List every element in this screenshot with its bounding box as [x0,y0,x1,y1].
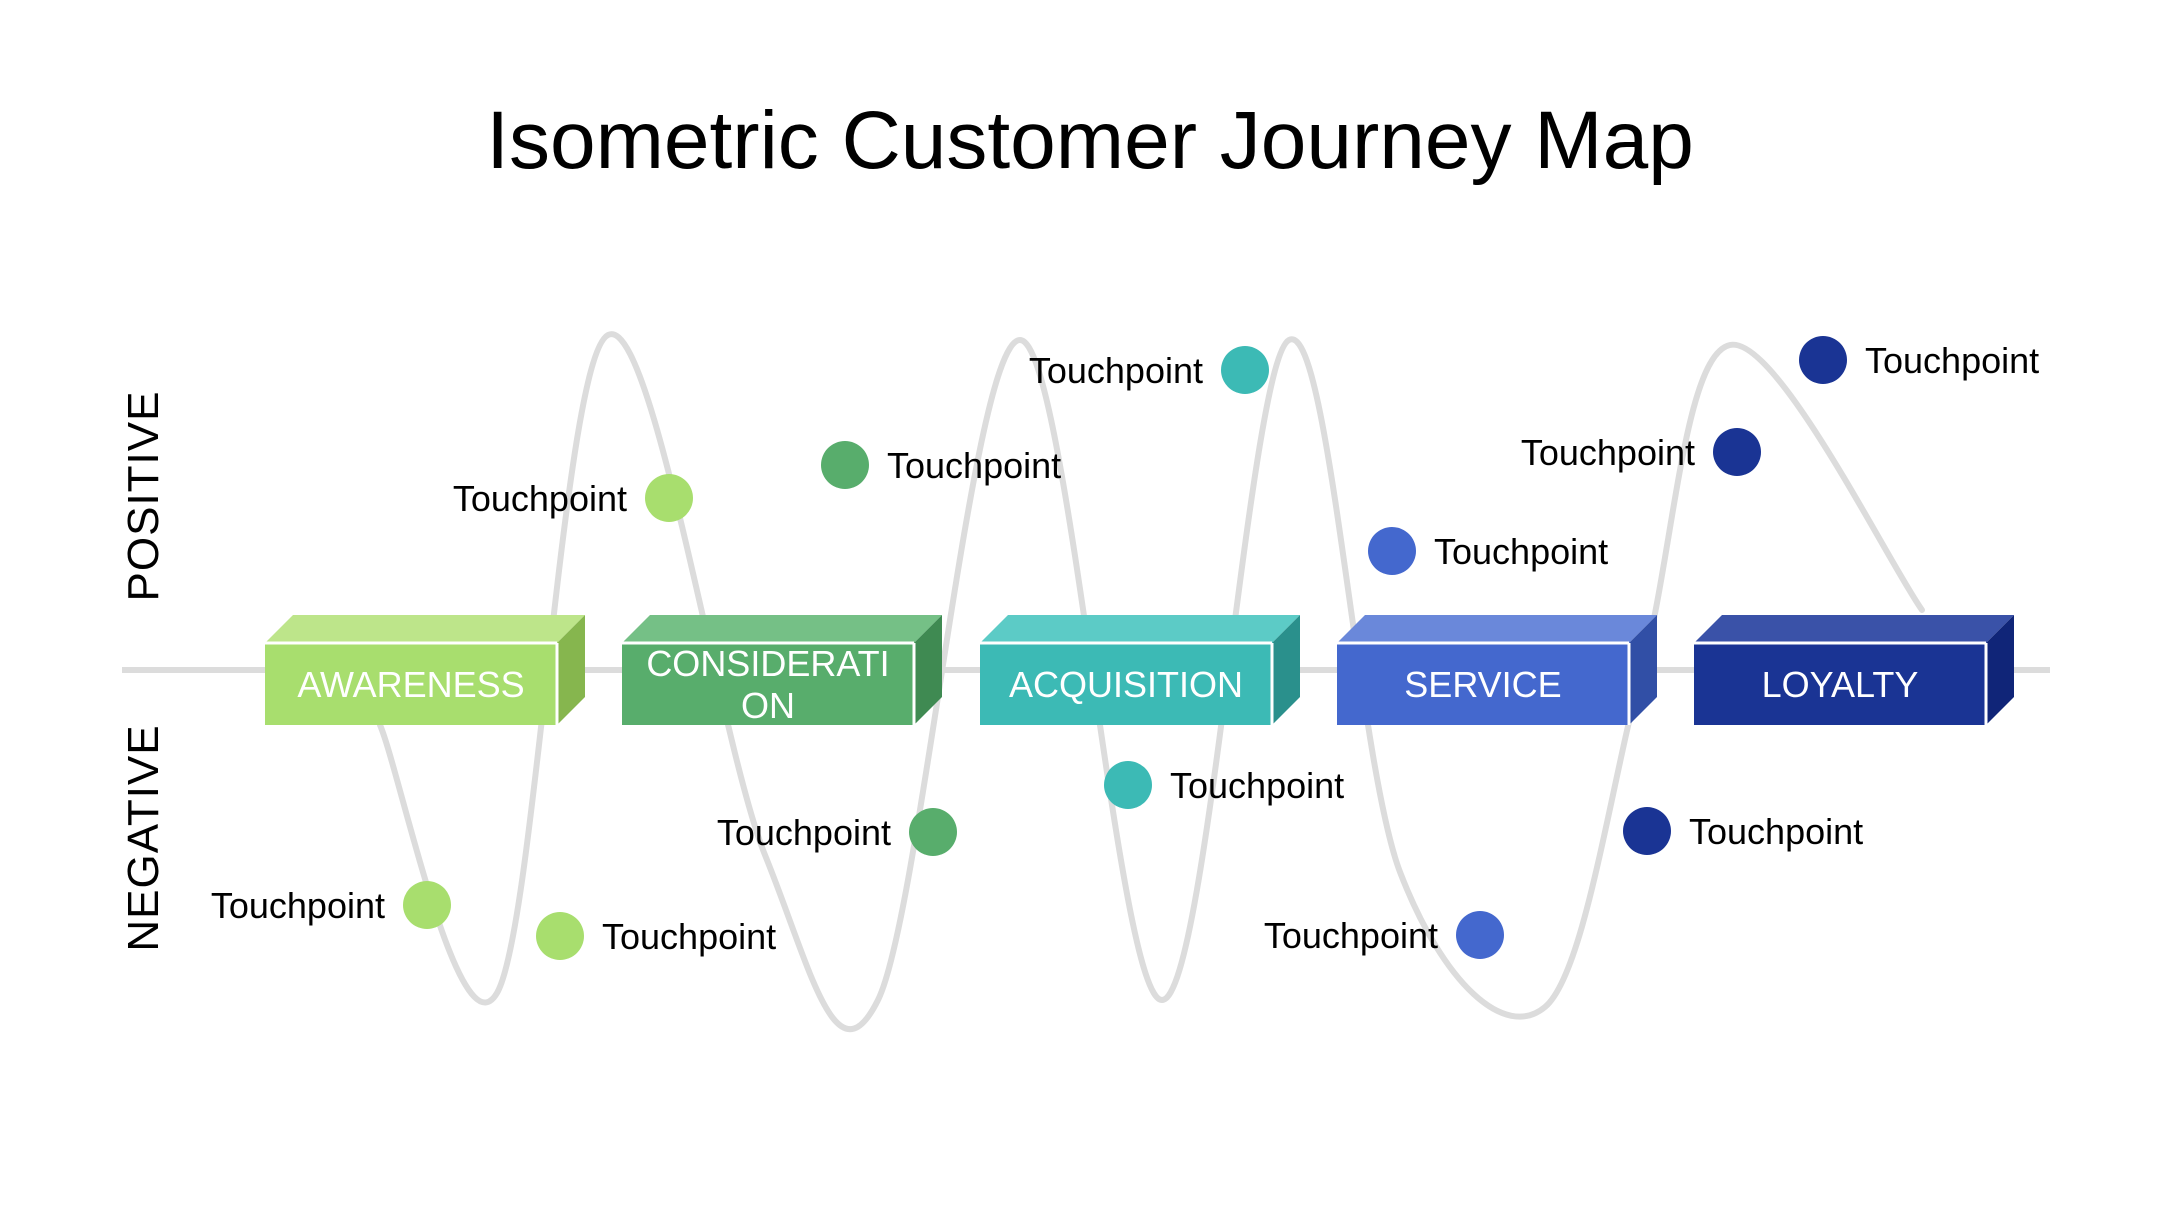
touchpoint: Touchpoint [1799,336,2039,384]
stage-label: CONSIDERATI [646,643,889,684]
touchpoint-label: Touchpoint [211,885,385,926]
touchpoint: Touchpoint [211,881,451,929]
touchpoint-dot [1713,428,1761,476]
touchpoint-dot [536,912,584,960]
stage-block-front [980,643,1272,725]
touchpoint-label: Touchpoint [453,478,627,519]
touchpoint-dot [1456,911,1504,959]
page-title: Isometric Customer Journey Map [486,95,1694,186]
touchpoint: Touchpoint [1623,807,1863,855]
touchpoint: Touchpoint [1104,761,1344,809]
stage-block-side [557,615,585,725]
touchpoint-dot [821,441,869,489]
touchpoint-label: Touchpoint [887,445,1061,486]
stage-block-top [265,615,585,643]
stage-label: LOYALTY [1762,664,1919,705]
touchpoint-dot [1221,346,1269,394]
touchpoint-dot [1799,336,1847,384]
touchpoint-label: Touchpoint [1434,531,1608,572]
stage-block-top [980,615,1300,643]
touchpoint-label: Touchpoint [1029,350,1203,391]
stage-label: ACQUISITION [1009,664,1243,705]
stage-block-front [1337,643,1629,725]
touchpoint-dot [645,474,693,522]
stage-block-side [1629,615,1657,725]
touchpoint: Touchpoint [1521,428,1761,476]
stage-loyalty: LOYALTY [1694,615,2014,725]
stage-block-top [1337,615,1657,643]
touchpoint-label: Touchpoint [1689,811,1863,852]
touchpoint-label: Touchpoint [1170,765,1344,806]
stage-label: SERVICE [1404,664,1561,705]
stage-block-top [622,615,942,643]
touchpoint: Touchpoint [1264,911,1504,959]
touchpoint-label: Touchpoint [1865,340,2039,381]
stage-block-side [1986,615,2014,725]
axis-label-negative: NEGATIVE [119,724,168,951]
stage-label: ON [741,685,795,726]
stage-block-front [265,643,557,725]
stage-awareness: AWARENESS [265,615,585,725]
touchpoint: Touchpoint [717,808,957,856]
touchpoint-label: Touchpoint [1264,915,1438,956]
stage-block-side [1272,615,1300,725]
touchpoint-dot [1623,807,1671,855]
touchpoints: TouchpointTouchpointTouchpointTouchpoint… [211,336,2039,960]
touchpoint-dot [1368,527,1416,575]
stage-block-front [1694,643,1986,725]
touchpoint-dot [909,808,957,856]
touchpoint-label: Touchpoint [717,812,891,853]
stage-label: AWARENESS [297,664,524,705]
touchpoint: Touchpoint [1368,527,1608,575]
touchpoint: Touchpoint [1029,346,1269,394]
touchpoint-label: Touchpoint [1521,432,1695,473]
stage-acquisition: ACQUISITION [980,615,1300,725]
touchpoint: Touchpoint [821,441,1061,489]
stage-block-front [622,643,914,725]
touchpoint-dot [403,881,451,929]
stage-block-top [1694,615,2014,643]
touchpoint: Touchpoint [536,912,776,960]
axis-label-positive: POSITIVE [119,391,168,602]
touchpoint: Touchpoint [453,474,693,522]
touchpoint-label: Touchpoint [602,916,776,957]
stage-service: SERVICE [1337,615,1657,725]
touchpoint-dot [1104,761,1152,809]
stage-block-side [914,615,942,725]
journey-curve [377,331,1925,1032]
